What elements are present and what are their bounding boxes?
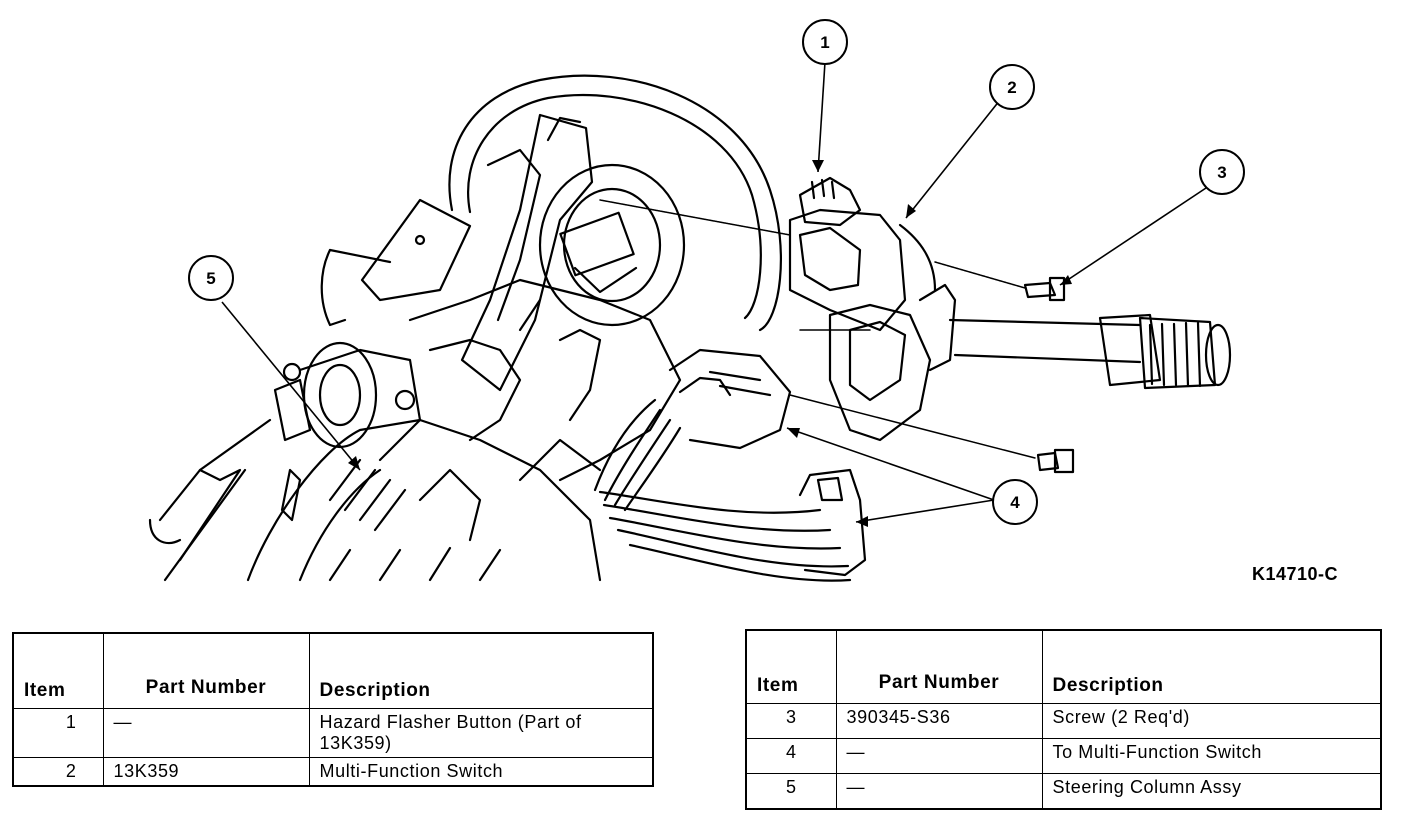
leader-lines	[221, 61, 1207, 523]
table-row: 1 — Hazard Flasher Button (Part of 13K35…	[12, 708, 654, 758]
parts-table-left: Item Part Number Description 1 — Hazard …	[12, 632, 654, 787]
parts-table-right: Item Part Number Description 3 390345-S3…	[745, 629, 1382, 810]
screws	[1023, 276, 1075, 474]
callout-3: 3	[1199, 149, 1245, 195]
cell-part-number: 13K359	[102, 757, 310, 787]
cell-item: 1	[12, 708, 104, 758]
cell-description: Steering Column Assy	[1041, 773, 1382, 810]
multi-function-switch	[788, 176, 1232, 442]
assembly-lines	[599, 199, 1036, 459]
wiring-harness	[593, 348, 867, 582]
table-row: 4 — To Multi-Function Switch	[745, 738, 1382, 774]
cell-item: 2	[12, 757, 104, 787]
callout-label: 4	[1010, 493, 1020, 512]
table-header-row: Item Part Number Description	[745, 629, 1382, 704]
figure-code: K14710-C	[1252, 564, 1339, 584]
cell-item: 5	[745, 773, 837, 810]
steering-column-body	[148, 341, 602, 582]
table-header-row: Item Part Number Description	[12, 632, 654, 709]
clockspring-disc	[448, 74, 783, 332]
callout-2: 2	[989, 64, 1035, 110]
column-housing	[320, 113, 682, 482]
cell-description: To Multi-Function Switch	[1041, 738, 1382, 774]
cell-part-number: —	[835, 738, 1043, 774]
header-part-number: Part Number	[835, 629, 1043, 704]
header-item: Item	[12, 632, 104, 709]
callout-1: 1	[802, 19, 848, 65]
callout-5: 5	[188, 255, 234, 301]
cell-description: Multi-Function Switch	[308, 757, 654, 787]
callout-label: 2	[1007, 78, 1016, 97]
table-row: 3 390345-S36 Screw (2 Req'd)	[745, 703, 1382, 739]
cell-part-number: —	[835, 773, 1043, 810]
callout-label: 3	[1217, 163, 1226, 182]
header-description: Description	[1041, 629, 1382, 704]
callout-4: 4	[992, 479, 1038, 525]
cell-description: Hazard Flasher Button (Part of 13K359)	[308, 708, 654, 758]
header-part-number: Part Number	[102, 632, 310, 709]
table-row: 2 13K359 Multi-Function Switch	[12, 757, 654, 787]
callout-label: 1	[820, 33, 829, 52]
header-description: Description	[308, 632, 654, 709]
header-item: Item	[745, 629, 837, 704]
cell-description: Screw (2 Req'd)	[1041, 703, 1382, 739]
table-row: 5 — Steering Column Assy	[745, 773, 1382, 810]
cell-item: 3	[745, 703, 837, 739]
cell-item: 4	[745, 738, 837, 774]
cell-part-number: 390345-S36	[835, 703, 1043, 739]
callout-label: 5	[206, 269, 215, 288]
cell-part-number: —	[102, 708, 310, 758]
exploded-view-illustration: 1 2 3 4 5	[148, 19, 1245, 582]
